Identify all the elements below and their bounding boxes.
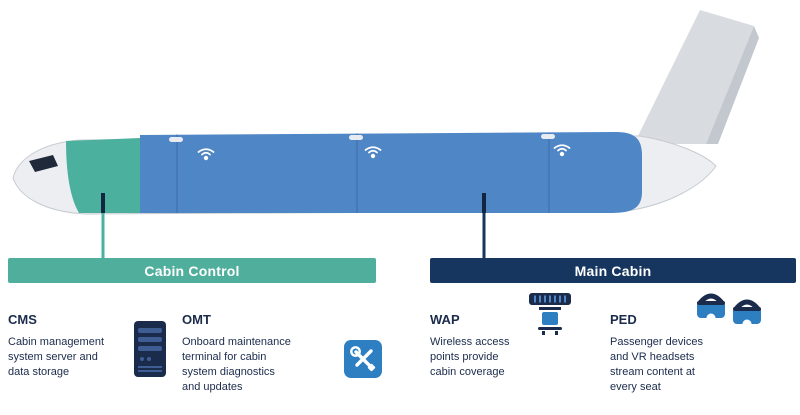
feature-title: PED — [610, 312, 637, 327]
feature-line: Passenger devices — [610, 336, 703, 348]
server-rack-icon — [133, 320, 167, 378]
cabin-control-label: Cabin Control — [144, 262, 240, 279]
feature-line: Cabin management — [8, 336, 105, 348]
cabin-control-highlight — [66, 138, 140, 213]
main-cabin-highlight — [140, 132, 642, 213]
door-seams — [176, 133, 550, 213]
feature-line: Onboard maintenance — [182, 336, 291, 348]
feature-item-omt: OMT Onboard maintenance terminal for cab… — [182, 312, 340, 395]
feature-line: and updates — [182, 381, 243, 393]
tail-fin — [634, 10, 759, 144]
wifi-icon — [364, 146, 382, 159]
feature-line: cabin coverage — [430, 366, 505, 378]
feature-line: every seat — [610, 381, 661, 393]
feature-line: system diagnostics — [182, 366, 275, 378]
feature-line: Wireless access — [430, 336, 510, 348]
feature-title: OMT — [182, 312, 211, 327]
wireless-access-point-icon — [527, 291, 573, 337]
vr-headsets-icon — [697, 290, 767, 334]
wifi-icon — [197, 148, 215, 161]
feature-line: stream content at — [610, 366, 695, 378]
feature-item-cms: CMS Cabin management system server and d… — [8, 312, 130, 380]
feature-item-ped: PED Passenger devices and VR headsets st… — [610, 312, 768, 395]
cabin-control-bar: Cabin Control — [8, 258, 376, 283]
door-marker — [541, 134, 555, 139]
feature-item-wap: WAP Wireless access points provide cabin… — [430, 312, 580, 380]
callout-line-cabin-control — [101, 213, 105, 258]
callout-line-main-cabin — [482, 213, 486, 258]
feature-line: system server and — [8, 351, 98, 363]
aircraft-diagram — [12, 10, 759, 258]
callout-anchor-main-cabin — [482, 193, 486, 213]
feature-line: and VR headsets — [610, 351, 695, 363]
maintenance-tools-icon — [344, 340, 382, 378]
door-marker — [349, 135, 363, 140]
feature-title: WAP — [430, 312, 460, 327]
feature-line: data storage — [8, 366, 70, 378]
feature-line: points provide — [430, 351, 499, 363]
callout-anchor-cabin-control — [101, 193, 105, 213]
feature-title: CMS — [8, 312, 37, 327]
main-cabin-label: Main Cabin — [574, 262, 652, 279]
feature-line: terminal for cabin — [182, 351, 267, 363]
wifi-icon — [553, 144, 571, 157]
cockpit-windows — [29, 155, 58, 172]
door-marker — [169, 137, 183, 142]
main-cabin-bar: Main Cabin — [430, 258, 796, 283]
